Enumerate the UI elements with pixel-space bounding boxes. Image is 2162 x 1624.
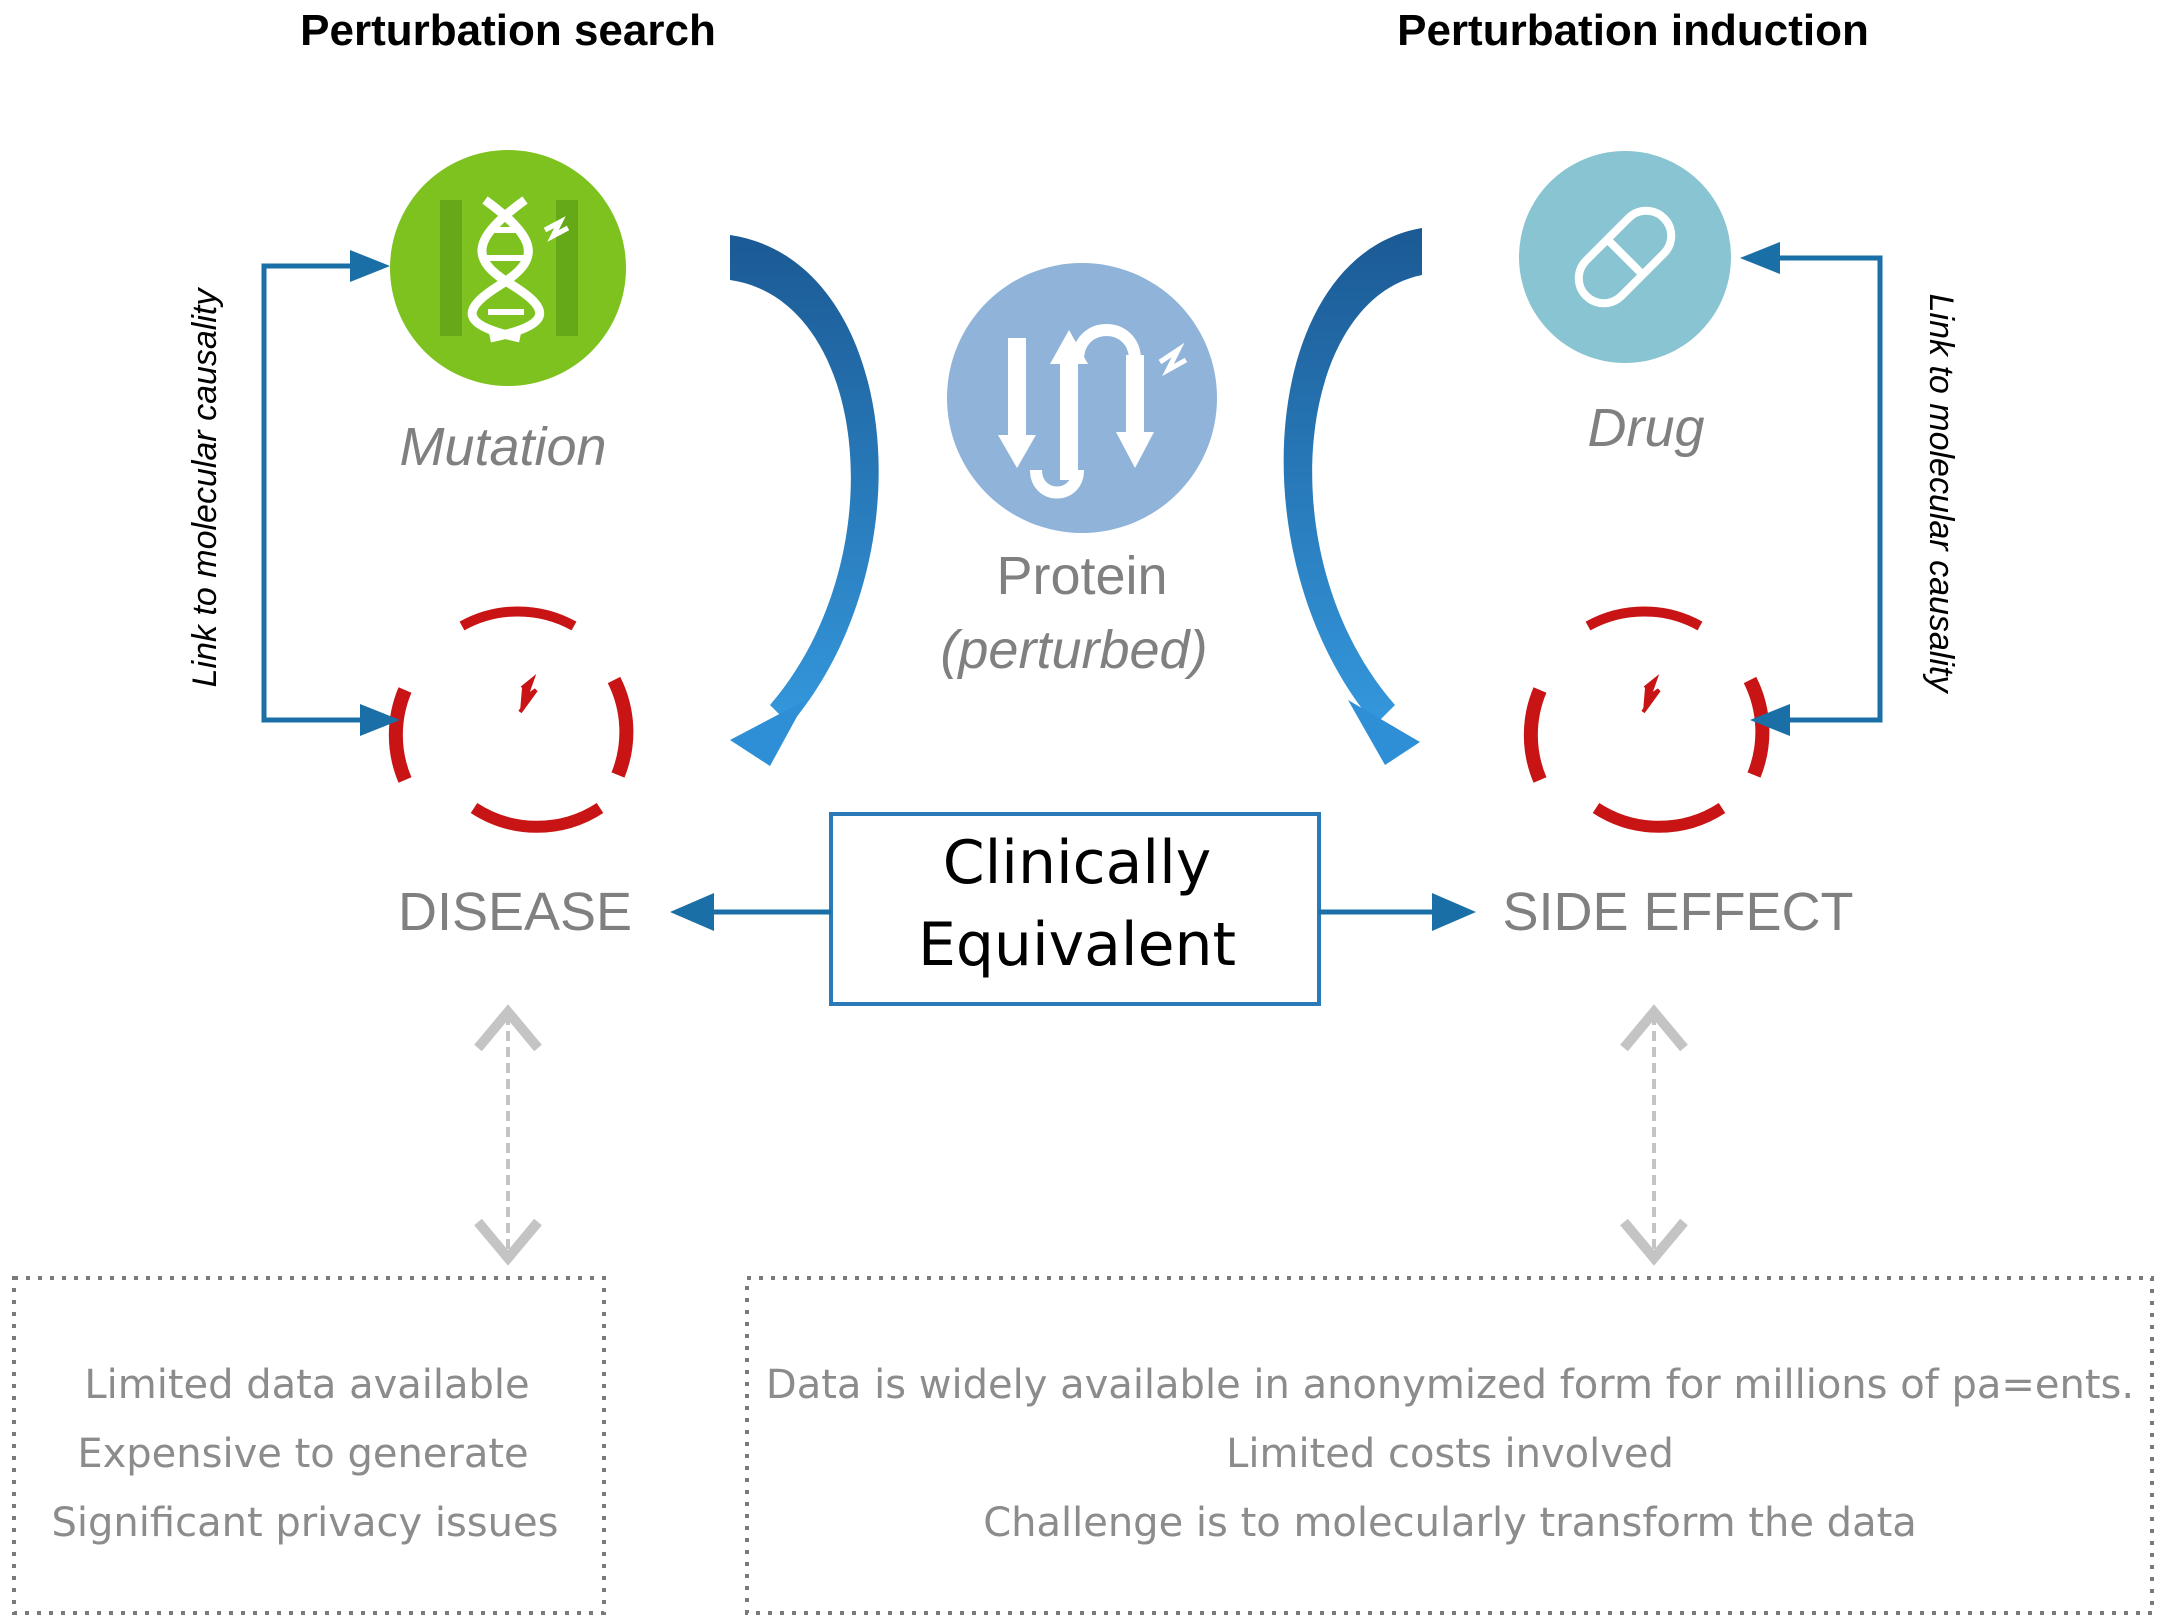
protein-perturbed-icon [947,263,1217,533]
side-effect-cell-icon [1523,606,1770,833]
right-gray-double-arrow [1620,1004,1688,1266]
center-box-line1: Clinically [943,828,1212,898]
left-curved-arrow [730,235,879,766]
right-causality-bracket [1740,242,1883,736]
side-effect-label: SIDE EFFECT [1502,882,1853,942]
dna-mutation-icon [390,150,626,386]
right-info-line-2: Limited costs involved [1226,1431,1674,1477]
center-box-line2: Equivalent [918,910,1236,980]
left-info-line-1: Limited data available [84,1362,529,1408]
disease-cell-icon [388,606,634,833]
left-info-box: Limited data available Expensive to gene… [12,1276,606,1615]
arrow-to-side-effect [1319,893,1476,931]
right-info-box: Data is widely available in anonymized f… [745,1276,2154,1615]
heading-perturbation-induction: Perturbation induction [1397,6,1869,55]
left-info-line-3: Significant privacy issues [52,1500,559,1546]
left-info-line-2: Expensive to generate [77,1431,528,1477]
drug-label: Drug [1587,398,1704,458]
disease-label: DISEASE [398,882,632,942]
clinically-equivalent-box: Clinically Equivalent [829,812,1321,1006]
left-gray-double-arrow [474,1004,542,1266]
arrow-to-disease [670,893,831,931]
right-curved-arrow [1283,228,1422,765]
protein-sublabel: (perturbed) [940,620,1207,680]
heading-perturbation-search: Perturbation search [300,6,716,55]
left-causality-bracket [261,250,400,736]
mutation-label: Mutation [399,417,606,477]
left-causality-label: Link to molecular causality [186,287,224,688]
right-info-line-1: Data is widely available in anonymized f… [766,1362,2134,1408]
protein-label: Protein [996,546,1167,606]
right-info-line-3: Challenge is to molecularly transform th… [983,1500,1917,1546]
pill-icon [1519,151,1731,363]
right-causality-label: Link to molecular causality [1922,294,1960,695]
